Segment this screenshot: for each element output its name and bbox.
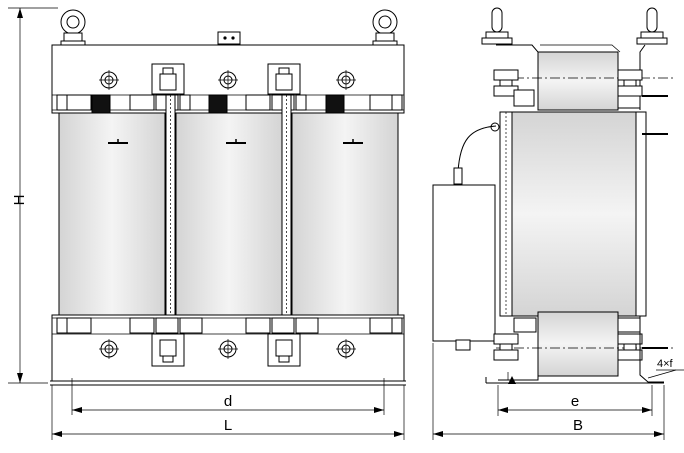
side-bottom-coil: [537, 311, 619, 377]
side-coil-body: [507, 111, 641, 317]
side-lifting-eye-left: [481, 7, 513, 45]
ground-tab: [217, 31, 241, 45]
side-lifting-eye-right: [636, 7, 668, 45]
front-view: [50, 9, 406, 388]
top-terminals: [151, 63, 301, 95]
tie-rods: [165, 94, 292, 336]
dimension-d: d: [71, 388, 385, 415]
bottom-bolts: [99, 339, 356, 359]
junction-box: [432, 184, 496, 342]
bottom-spacers: [56, 317, 403, 334]
bottom-terminals: [151, 333, 301, 367]
coils: [58, 112, 399, 316]
core-pitch-label: d: [224, 393, 232, 410]
hole-label: 4×f: [657, 358, 674, 370]
dimension-e: e: [497, 385, 653, 416]
width-label: B: [573, 417, 583, 434]
length-label: L: [224, 417, 232, 434]
lifting-eye-left: [60, 9, 86, 47]
top-spacers: [56, 94, 403, 114]
height-label: H: [11, 195, 28, 206]
side-top-bolts: [493, 69, 668, 109]
coil-left: [58, 112, 166, 316]
dimension-height: H: [8, 7, 58, 384]
top-bolts: [99, 70, 356, 90]
hole-callout: 4×f: [647, 358, 684, 379]
coil-right: [291, 112, 399, 316]
dimension-B: B: [432, 343, 665, 440]
side-view: [432, 7, 676, 384]
side-top-coil: [537, 51, 619, 111]
mount-spacing-label: e: [571, 393, 579, 410]
dimension-L: L: [51, 385, 405, 440]
coil-middle: [175, 112, 283, 316]
side-bottom-bolts: [455, 317, 668, 361]
lifting-eye-right: [372, 9, 398, 47]
